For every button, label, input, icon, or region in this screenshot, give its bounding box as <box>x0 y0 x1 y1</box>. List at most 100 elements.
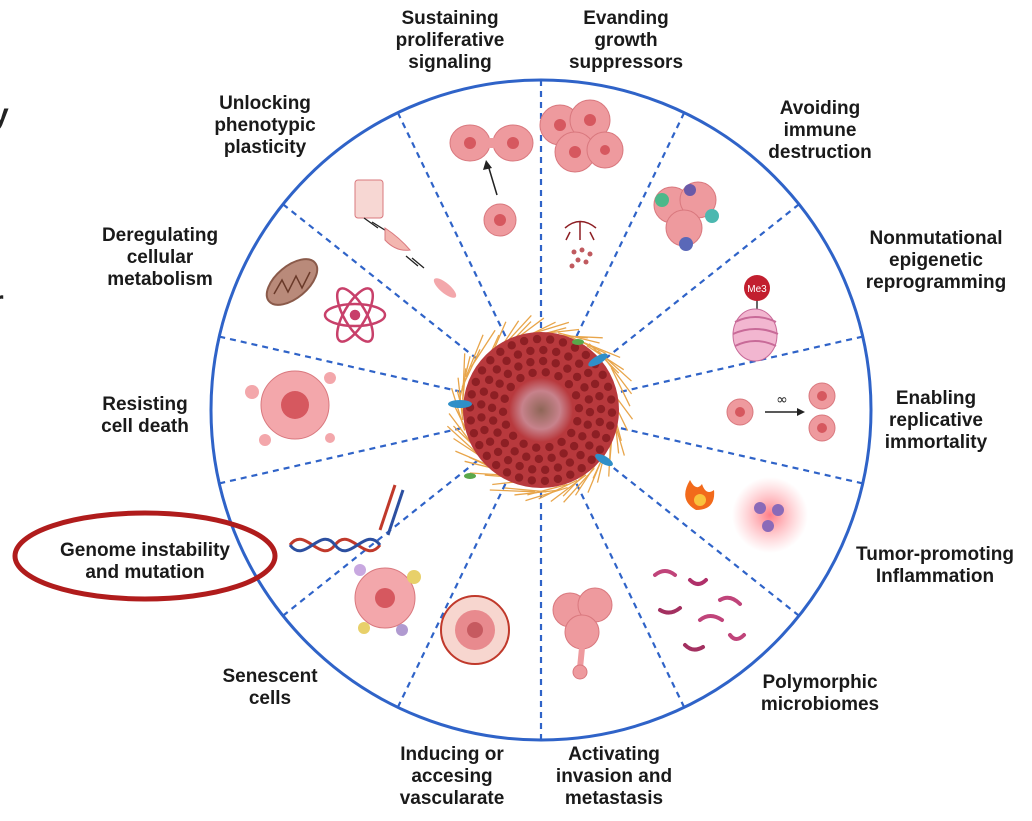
ecm-fiber <box>557 332 600 344</box>
tumor-cell-dot <box>554 372 563 381</box>
tumor-cell-dot <box>569 441 579 451</box>
tumor-cell-dot <box>514 473 524 482</box>
tumor-cell-dot <box>471 377 480 387</box>
ecm-fiber <box>567 335 606 354</box>
ecm-fiber <box>563 467 595 503</box>
tumor-cell-dot <box>477 413 486 422</box>
tumor-cell-dot <box>551 359 560 368</box>
tumor-cell-dot <box>576 450 585 460</box>
inflammation-icon <box>685 477 808 553</box>
tumor-cell-dot <box>500 394 509 403</box>
tumor-cell-dot <box>564 380 574 389</box>
genome-highlight-ellipse <box>12 510 278 602</box>
tumor-cell-dot <box>585 441 594 450</box>
label-unlocking-phenotypic-plasticity: Unlocking phenotypic plasticity <box>214 93 316 158</box>
ecm-fiber <box>461 349 481 388</box>
sector-divider <box>604 460 800 617</box>
sector-divider <box>396 112 507 337</box>
tumor-cell-dot <box>496 347 505 356</box>
tumor-cell-dot <box>534 454 544 464</box>
tumor-cell-dot <box>526 357 535 367</box>
ecm-fiber <box>489 489 536 493</box>
ecm-fiber <box>610 367 631 407</box>
tumor-cell-dot <box>510 447 519 456</box>
tumor-cell-dot <box>492 365 502 374</box>
tumor-cell-dot <box>532 334 542 344</box>
tumor-cell-dot <box>514 362 523 371</box>
ecm-fiber <box>465 334 484 378</box>
tumor-cell-dot <box>553 463 563 472</box>
tumor-cell-dot <box>528 368 537 378</box>
tumor-cell-dot <box>501 420 511 429</box>
sector-divider <box>219 427 462 485</box>
sector-divider <box>604 203 800 360</box>
label-enabling-replicative-immortality: Enabling replicative immortality <box>884 388 988 453</box>
tumor-cell-dot <box>495 379 504 388</box>
dividing-cell-icon <box>449 124 534 237</box>
tumor-cell-dot <box>563 364 572 373</box>
tumor-cell-dot <box>564 352 573 361</box>
tumor-cell-dot <box>487 403 497 413</box>
tumor-cell-dot <box>584 368 593 378</box>
sector-divider <box>282 460 478 617</box>
label-avoiding-immune-destruction: Avoiding immune destruction <box>768 98 872 163</box>
tumor-cell-dot <box>565 458 575 467</box>
immortal-division-icon: ∞ <box>726 382 836 442</box>
sector-divider <box>575 483 686 708</box>
infinity-label: ∞ <box>776 392 788 408</box>
sector-divider <box>620 335 863 393</box>
label-polymorphic-microbiomes: Polymorphic microbiomes <box>760 672 880 715</box>
edge-mark-a: y <box>0 98 9 131</box>
me3-label: Me3 <box>747 284 767 295</box>
invasion-icon <box>552 587 613 680</box>
ecm-fiber <box>457 377 464 421</box>
atom-icon <box>323 287 387 343</box>
tumor-cell-dot <box>466 416 475 425</box>
ecm-fiber <box>459 356 471 398</box>
label-deregulating-cellular-metabolism: Deregulating cellular metabolism <box>101 225 219 290</box>
tumor-cell-dot <box>506 382 515 392</box>
sector-divider <box>620 427 863 485</box>
tumor-cell-dot <box>595 417 604 427</box>
tumor-cell-dot <box>598 370 607 380</box>
tumor-cell-dot <box>516 373 525 383</box>
tumor-cell-dot <box>515 461 524 471</box>
tumor-cell-dot <box>488 416 498 425</box>
ecm-fiber <box>504 487 547 493</box>
label-resisting-cell-death: Resisting cell death <box>101 394 189 437</box>
tumor-cell-dot <box>571 391 581 400</box>
ecm-fiber <box>550 474 587 502</box>
tumor-cell-dot <box>572 372 582 382</box>
tumor-cell-dot <box>596 404 606 414</box>
dna-icon <box>288 484 405 553</box>
tumor-cell-dot <box>540 476 550 486</box>
vascularized-cell-icon <box>440 595 510 665</box>
label-inducing-vasculature: Inducing or accesing vascularate <box>399 744 505 809</box>
label-sustaining-proliferative-signaling: Sustaining proliferative signaling <box>395 8 505 73</box>
tumor-cell-dot <box>591 430 601 439</box>
tumor-cell-dot <box>477 366 487 375</box>
tumor-cell-dot <box>513 350 523 359</box>
tumor-cell-dot <box>479 387 489 396</box>
tumor-cell-dot <box>475 440 484 450</box>
apoptotic-cell-icon <box>245 370 336 446</box>
tumor-cell-dot <box>557 437 566 447</box>
tumor-cell-dot <box>467 390 476 399</box>
tumor-cell-dot <box>519 336 529 346</box>
sector-divider <box>282 203 478 360</box>
ecm-fiber <box>538 479 578 500</box>
sector-dividers <box>219 80 863 740</box>
ecm-fiber <box>450 388 466 431</box>
tumor-cell-dot <box>502 468 512 477</box>
tumor-cell-dot <box>538 356 548 366</box>
tumor-cell-dot <box>570 343 580 352</box>
tumor-cell-dot <box>503 455 513 465</box>
tumor-cell-dot <box>502 356 511 366</box>
plasticity-icon <box>354 179 457 298</box>
tumor-cell-dot <box>607 408 617 417</box>
tumor-cell-dot <box>490 391 499 400</box>
tumor-cell-dot <box>527 465 537 474</box>
tumor-cell-dot <box>539 345 548 355</box>
tumor-cell-dot <box>567 428 576 438</box>
